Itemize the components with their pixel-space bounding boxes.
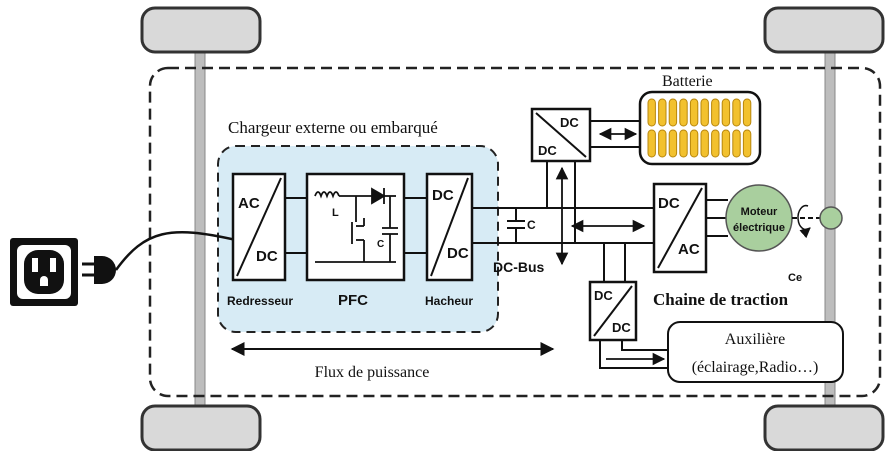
plug-icon	[82, 230, 237, 284]
pfc-label: PFC	[338, 292, 368, 309]
chopper-dc-top: DC	[432, 187, 454, 204]
traction-chain-label: Chaine de traction	[653, 290, 789, 309]
pfc-circuit	[314, 187, 398, 263]
power-flow-label: Flux de puissance	[315, 364, 430, 381]
wheel-rear-top	[763, 6, 885, 54]
inverter-ac: AC	[678, 241, 700, 258]
rectifier-label: Redresseur	[227, 294, 293, 308]
charger-title: Chargeur externe ou embarqué	[228, 118, 438, 137]
battery-cell	[732, 98, 741, 127]
battery-converter-dc-top: DC	[560, 115, 579, 130]
wheel-front-bottom	[140, 404, 262, 451]
dc-bus-label: DC-Bus	[493, 259, 545, 275]
battery-cell	[668, 98, 678, 127]
battery-cell	[689, 98, 699, 127]
vehicle-outline	[148, 66, 882, 398]
auxiliary-label-line2: (éclairage,Radio…)	[692, 359, 819, 376]
wheel-hub	[819, 206, 843, 230]
battery-cell	[689, 129, 699, 158]
battery-cell	[658, 98, 667, 127]
motor-label-line2: électrique	[733, 222, 785, 234]
battery-cell	[742, 98, 752, 127]
aux-converter-dc-top: DC	[594, 288, 613, 303]
battery-cell	[647, 129, 656, 158]
pfc-capacitor-label: C	[377, 239, 384, 250]
chopper-dc-bottom: DC	[447, 245, 469, 262]
wheel-front-top	[140, 6, 262, 54]
motor	[725, 184, 793, 252]
battery-cell	[658, 129, 667, 158]
inverter-dc: DC	[658, 195, 680, 212]
torque-arrow	[797, 204, 811, 239]
wall-outlet-icon	[10, 238, 78, 306]
battery-cell	[679, 129, 688, 158]
battery-cell	[721, 129, 731, 158]
battery-converter-dc-bottom: DC	[538, 143, 557, 158]
bus-capacitor-label: C	[527, 218, 536, 232]
torque-label: Ce	[788, 272, 802, 284]
battery-cell	[647, 98, 656, 127]
battery-cell	[742, 129, 752, 158]
battery-cell	[668, 129, 678, 158]
battery-label: Batterie	[662, 73, 713, 90]
battery-cell	[721, 98, 731, 127]
auxiliary-load-box	[667, 321, 844, 383]
battery-pack	[638, 90, 762, 166]
battery-cell	[711, 129, 720, 158]
rectifier-dc: DC	[256, 248, 278, 265]
auxiliary-label-line1: Auxilière	[725, 331, 785, 348]
battery-cell	[700, 129, 709, 158]
aux-converter-dc-bottom: DC	[612, 320, 631, 335]
pfc-inductor-label: L	[332, 207, 339, 219]
battery-cell	[711, 98, 720, 127]
bus-capacitor	[507, 208, 525, 243]
battery-cells	[647, 98, 752, 158]
front-axle	[194, 39, 206, 411]
battery-cell	[732, 129, 741, 158]
wheel-rear-bottom	[763, 404, 885, 451]
battery-cell	[679, 98, 688, 127]
chopper-label: Hacheur	[425, 294, 473, 308]
rectifier-ac: AC	[238, 195, 260, 212]
motor-label-line1: Moteur	[741, 206, 778, 218]
battery-cell	[700, 98, 709, 127]
